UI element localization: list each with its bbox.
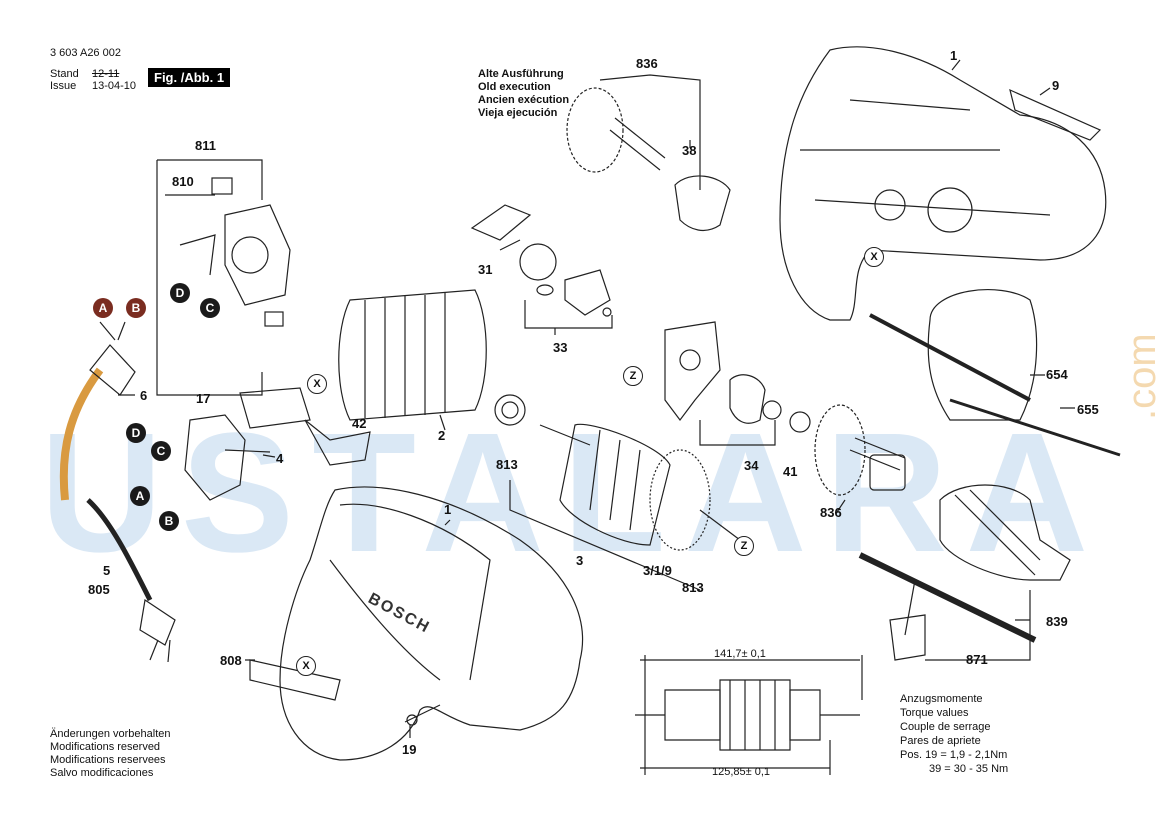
part-808: 808 <box>220 653 242 668</box>
marker-d-top: D <box>170 283 190 303</box>
part-4: 4 <box>276 451 284 466</box>
marker-x-housing: X <box>864 247 884 267</box>
issue-label: Issue <box>50 80 77 92</box>
part-9: 9 <box>1052 78 1060 93</box>
part-813-left: 813 <box>496 457 518 472</box>
part-5: 5 <box>103 563 111 578</box>
marker-a-bottom: A <box>130 486 150 506</box>
old-version-line-4: Vieja ejecución <box>478 107 558 119</box>
marker-a-top: A <box>93 298 113 318</box>
doc-number: 3 603 A26 002 <box>50 47 121 59</box>
torque-line-3: Couple de serrage <box>900 721 991 733</box>
part-41: 41 <box>783 464 798 479</box>
part-655: 655 <box>1077 402 1099 417</box>
footer-line-3: Modifications reservees <box>50 754 166 766</box>
part-2: 2 <box>438 428 446 443</box>
marker-b-bottom: B <box>159 511 179 531</box>
stand-value: 12-11 <box>92 68 120 80</box>
part-34: 34 <box>744 458 759 473</box>
marker-z-left: Z <box>623 366 643 386</box>
part-19: 19 <box>402 742 417 757</box>
part-836-top: 836 <box>636 56 658 71</box>
part-1-top: 1 <box>950 48 958 63</box>
watermark: USTALARA <box>40 398 1107 588</box>
part-3-1-9: 3/1/9 <box>643 563 672 578</box>
torque-line-2: Torque values <box>900 707 969 719</box>
footer-line-2: Modifications reserved <box>50 741 161 753</box>
footer-line-1: Änderungen vorbehalten <box>50 728 171 740</box>
marker-c-bottom: C <box>151 441 171 461</box>
part-3: 3 <box>576 553 584 568</box>
torque-line-1: Anzugsmomente <box>900 693 983 705</box>
torque-row-1: Pos. 19 = 1,9 - 2,1Nm <box>900 749 1008 761</box>
part-805: 805 <box>88 582 110 597</box>
dimension-bottom: 125,85± 0,1 <box>712 766 771 778</box>
old-version-line-3: Ancien exécution <box>478 94 570 106</box>
stand-label: Stand <box>50 68 79 80</box>
old-version-line-2: Old execution <box>478 81 551 93</box>
marker-b-top: B <box>126 298 146 318</box>
part-31: 31 <box>478 262 493 277</box>
marker-z-right: Z <box>734 536 754 556</box>
torque-row-2: 39 = 30 - 35 Nm <box>929 763 1009 775</box>
part-33: 33 <box>553 340 568 355</box>
old-version-line-1: Alte Ausführung <box>478 68 564 80</box>
issue-value: 13-04-10 <box>92 80 137 92</box>
torque-line-4: Pares de apriete <box>900 735 981 747</box>
part-17: 17 <box>196 391 211 406</box>
part-38: 38 <box>682 143 697 158</box>
part-871: 871 <box>966 652 988 667</box>
part-839: 839 <box>1046 614 1068 629</box>
part-6: 6 <box>140 388 148 403</box>
part-836-mid: 836 <box>820 505 842 520</box>
part-42: 42 <box>352 416 367 431</box>
marker-c-top: C <box>200 298 220 318</box>
part-810: 810 <box>172 174 194 189</box>
figure-label: Fig. /Abb. 1 <box>148 68 231 87</box>
marker-d-bottom: D <box>126 423 146 443</box>
part-1-mid: 1 <box>444 502 452 517</box>
part-811: 811 <box>195 138 216 153</box>
marker-x-drill: X <box>296 656 316 676</box>
dimension-top: 141,7± 0,1 <box>714 648 766 660</box>
part-813-right: 813 <box>682 580 704 595</box>
footer-line-4: Salvo modificaciones <box>50 767 154 779</box>
marker-x-switch: X <box>307 374 327 394</box>
part-654: 654 <box>1046 367 1068 382</box>
